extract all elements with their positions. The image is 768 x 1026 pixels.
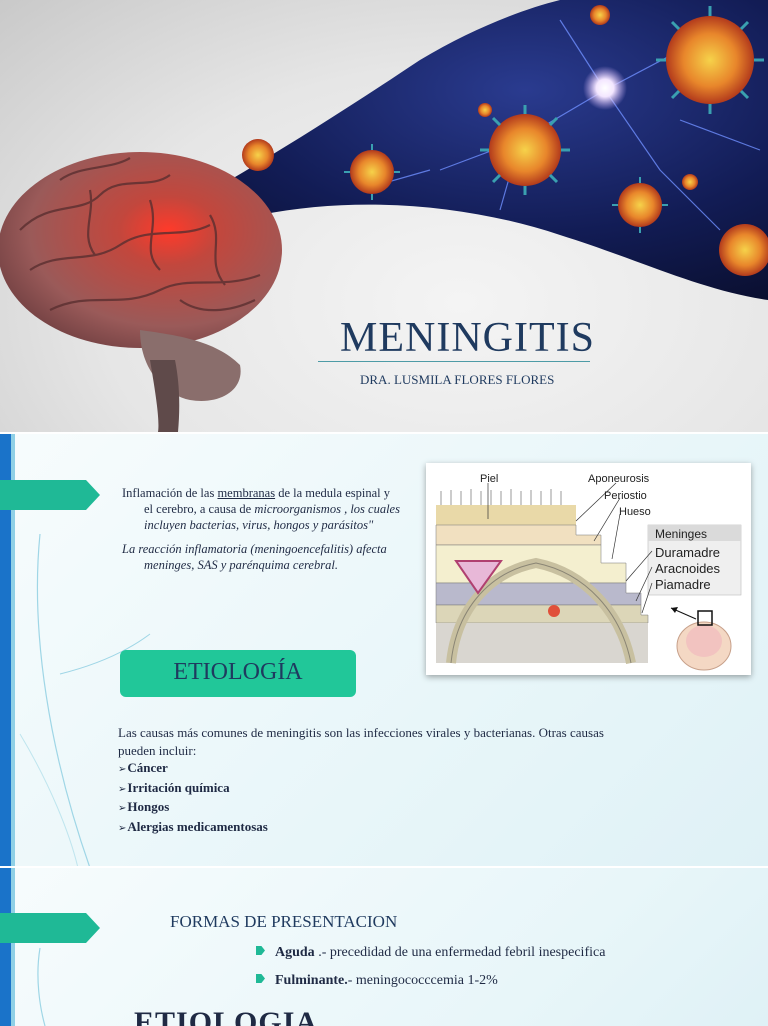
virus-icons (242, 5, 768, 276)
definition-text: Inflamación de las membranas de la medul… (122, 485, 402, 573)
list-item: Fulminante.- meningococccemia 1-2% (256, 972, 605, 1000)
label-periostio: Periostio (604, 490, 647, 502)
causes-block: Las causas más comunes de meningitis son… (118, 724, 638, 837)
etiologia-next-heading: ETIOLOGIA (134, 1006, 319, 1026)
definition-pre: Inflamación de las (122, 486, 218, 500)
inflammatory-text: La reacción inflamatoria (meningoencefal… (122, 542, 387, 572)
item-text: .- precedidad de una enfermedad febril i… (314, 945, 606, 960)
formas-heading: FORMAS DE PRESENTACION (170, 912, 398, 931)
causes-intro: Las causas más comunes de meningitis son… (118, 725, 604, 758)
label-piel: Piel (480, 473, 499, 485)
definition-italic: microorganismos , los cuales incluyen ba… (144, 502, 400, 532)
etiologia-heading: ETIOLOGÍA (173, 659, 303, 685)
label-piamadre: Piamadre (655, 577, 711, 592)
side-accent-bar (0, 434, 11, 868)
label-aracnoides: Aracnoides (655, 561, 721, 576)
decorative-lines (37, 947, 46, 1026)
head-icon (670, 607, 732, 671)
label-duramadre: Duramadre (655, 545, 721, 560)
label-meninges: Meninges (655, 527, 708, 541)
meninges-diagram-icon (435, 482, 742, 671)
inflammatory-paragraph: La reacción inflamatoria (meningoencefal… (122, 541, 402, 573)
arrow-bullet-icon (256, 946, 265, 955)
list-item: Cáncer (118, 759, 638, 779)
arrow-bullet-icon (256, 974, 265, 983)
definition-post: de la medula espinal y el cerebro, a cau… (144, 486, 390, 516)
item-text: - meningococccemia 1-2% (347, 973, 498, 988)
list-item: Aguda .- precedidad de una enfermedad fe… (256, 944, 605, 972)
section-arrow-tab (0, 913, 100, 943)
label-hueso: Hueso (619, 506, 651, 518)
item-label: Aguda (275, 945, 315, 960)
neuron-glow (583, 66, 627, 110)
brain-virus-illustration (0, 0, 768, 432)
author-name: DRA. LUSMILA FLORES FLORES (360, 372, 555, 387)
causes-list: Cáncer Irritación química Hongos Alergia… (118, 759, 638, 837)
definition-paragraph: Inflamación de las membranas de la medul… (122, 485, 402, 533)
label-aponeurosis: Aponeurosis (588, 473, 650, 485)
side-accent-bar-light (11, 868, 15, 1026)
list-item: Alergias medicamentosas (118, 818, 638, 838)
etiologia-heading-box: ETIOLOGÍA (120, 650, 356, 697)
title-divider (318, 361, 590, 362)
section-arrow-tab (0, 480, 100, 510)
formas-list: Aguda .- precedidad de una enfermedad fe… (256, 944, 605, 1000)
membranas-link[interactable]: membranas (217, 486, 276, 500)
list-item: Hongos (118, 798, 638, 818)
definition-slide: Inflamación de las membranas de la medul… (0, 432, 768, 868)
item-label: Fulminante. (275, 973, 348, 988)
decorative-lines (19, 533, 151, 868)
page-title: MENINGITIS (340, 315, 595, 361)
side-accent-bar-light (11, 434, 15, 868)
meninges-diagram: Piel Aponeurosis Periostio Hueso Meninge… (426, 463, 751, 675)
brain-icon (0, 152, 282, 432)
title-slide: MENINGITIS DRA. LUSMILA FLORES FLORES (0, 0, 768, 432)
formas-slide: FORMAS DE PRESENTACION Aguda .- precedid… (0, 866, 768, 1026)
side-accent-bar (0, 868, 11, 1026)
list-item: Irritación química (118, 779, 638, 799)
